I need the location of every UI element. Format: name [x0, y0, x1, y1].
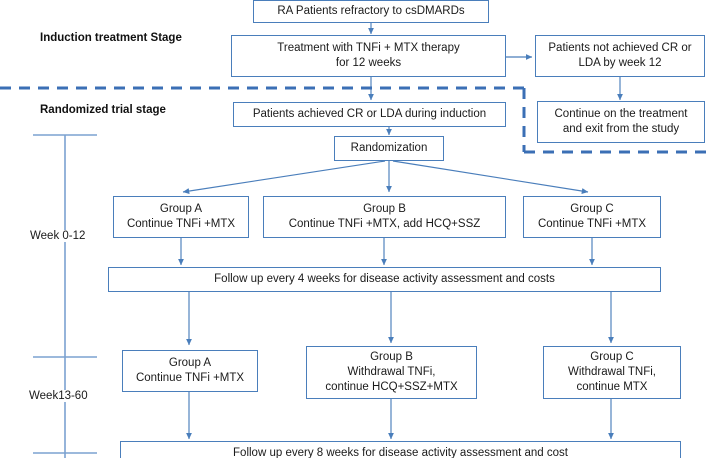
node-induction-treatment[interactable]: Treatment with TNFi + MTX therapy for 12… — [231, 35, 506, 77]
stage-label-induction: Induction treatment Stage — [40, 32, 182, 44]
node-randomization[interactable]: Randomization — [334, 136, 444, 161]
node-followup-8-weeks[interactable]: Follow up every 8 weeks for disease acti… — [120, 441, 681, 458]
node-group-a-top[interactable]: Group A Continue TNFi +MTX — [113, 196, 249, 238]
node-source[interactable]: RA Patients refractory to csDMARDs — [253, 0, 489, 23]
timeline-label-week-13-60: Week13-60 — [27, 390, 90, 402]
edge-randomization-to-group-c — [392, 160, 589, 194]
node-group-c-bottom[interactable]: Group C Withdrawal TNFi, continue MTX — [543, 346, 681, 399]
timeline-axis — [33, 134, 97, 458]
node-group-a-bottom[interactable]: Group A Continue TNFi +MTX — [122, 350, 258, 392]
node-group-b-top[interactable]: Group B Continue TNFi +MTX, add HCQ+SSZ — [263, 196, 506, 238]
node-followup-4-weeks[interactable]: Follow up every 4 weeks for disease acti… — [108, 267, 661, 292]
node-group-c-top[interactable]: Group C Continue TNFi +MTX — [523, 196, 661, 238]
stage-label-randomized: Randomized trial stage — [40, 104, 166, 116]
edge-randomization-to-group-a — [182, 160, 386, 195]
node-exit-study[interactable]: Continue on the treatment and exit from … — [537, 101, 705, 143]
timeline-label-week-0-12: Week 0-12 — [28, 230, 88, 242]
node-not-achieved[interactable]: Patients not achieved CR or LDA by week … — [535, 35, 705, 77]
node-group-b-bottom[interactable]: Group B Withdrawal TNFi, continue HCQ+SS… — [306, 346, 477, 399]
node-achieved[interactable]: Patients achieved CR or LDA during induc… — [233, 102, 506, 127]
